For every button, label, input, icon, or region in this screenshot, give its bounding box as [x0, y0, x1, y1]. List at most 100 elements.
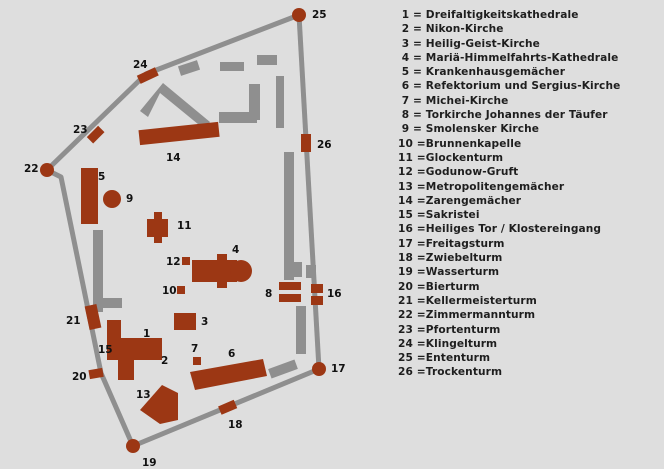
- legend-item: 15 = Sakristei: [398, 209, 480, 222]
- legend-item: 3 = Heilig-Geist-Kirche: [401, 37, 540, 50]
- map-label: 20: [72, 371, 87, 383]
- legend-item: 14 = Zarengemächer: [398, 194, 522, 207]
- map-label: 16: [327, 288, 342, 300]
- gray-building: [268, 359, 298, 379]
- legend-item: 9 = Smolensker Kirche: [401, 123, 540, 136]
- tower-bierturm: [88, 367, 104, 380]
- map-label: 14: [166, 152, 181, 164]
- tower-ententurm: [292, 8, 306, 22]
- map-label: 13: [136, 389, 151, 401]
- map-label: 1: [143, 328, 150, 340]
- legend-item: 22 = Zimmermannturm: [398, 309, 536, 322]
- map-label: 8: [265, 288, 272, 300]
- tower-wasserturm: [126, 439, 140, 453]
- legend-item: 23 = Pfortenturm: [398, 323, 501, 336]
- building-glockenturm: [147, 212, 168, 243]
- map-label: 21: [66, 315, 81, 327]
- building-smolensker-kirche: [103, 190, 121, 208]
- gray-building: [257, 55, 277, 65]
- gray-building: [249, 84, 260, 120]
- gray-building: [93, 230, 103, 312]
- legend: 1 = Dreifaltigkeitskathedrale 2 = Nikon-…: [398, 8, 620, 380]
- gray-building: [177, 60, 201, 76]
- legend-item: 24 = Klingelturm: [398, 337, 498, 350]
- tower-zimmermannturm: [40, 163, 54, 177]
- gray-buildings: [93, 55, 316, 379]
- map-label: 10: [162, 285, 177, 297]
- map-label: 6: [228, 348, 235, 360]
- building-heilig-geist-kirche: [174, 313, 196, 330]
- legend-item: 8 = Torkirche Johannes der Täufer: [401, 109, 608, 122]
- gray-building: [284, 152, 294, 280]
- legend-item: 19 = Wasserturm: [398, 266, 500, 279]
- map-label: 17: [331, 363, 346, 375]
- legend-item: 2 = Nikon-Kirche: [401, 23, 504, 36]
- building-torkirche-gate: [279, 294, 301, 302]
- building-kellermeisterturm: [84, 304, 102, 330]
- map-label: 3: [201, 316, 208, 328]
- map-label: 22: [24, 163, 39, 175]
- legend-item: 20 = Bierturm: [398, 280, 480, 293]
- map-label: 4: [232, 244, 239, 256]
- map-label: 23: [73, 124, 88, 136]
- legend-item: 16 = Heiliges Tor / Klostereingang: [398, 223, 602, 236]
- tower-zwiebelturm: [218, 399, 238, 415]
- building-apse: [230, 260, 252, 282]
- building-mariae-himmelfahrts-kathedrale: [192, 254, 237, 288]
- main-buildings: [81, 121, 301, 424]
- building-nikon-kirche: [150, 350, 158, 358]
- tower-pfortenturm: [86, 125, 105, 144]
- map-label: 15: [98, 344, 113, 356]
- tower-heiliges-tor: [311, 296, 323, 305]
- gray-building: [100, 298, 122, 308]
- legend-item: 5 = Krankenhausgemächer: [401, 66, 566, 79]
- building-michei-kirche: [193, 357, 201, 365]
- building-refektorium: [190, 359, 267, 390]
- map-label: 25: [312, 9, 327, 21]
- building-brunnenkapelle: [177, 286, 185, 294]
- map-label: 19: [142, 457, 157, 469]
- map-label: 24: [133, 59, 148, 71]
- gray-building: [296, 306, 306, 354]
- legend-item: 7 = Michei-Kirche: [401, 94, 509, 107]
- wall-west: [45, 167, 136, 448]
- building-dreifaltigkeitskathedrale: [107, 320, 162, 380]
- legend-item: 6 = Refektorium und Sergius-Kirche: [401, 80, 621, 93]
- building-godunow-gruft: [182, 257, 190, 265]
- wall-east: [296, 14, 322, 370]
- building-metropolitengemaecher: [140, 385, 178, 424]
- legend-item: 11 = Glockenturm: [398, 151, 504, 164]
- tower-trockenturm: [301, 134, 311, 152]
- building-krankenhausgemaecher: [81, 168, 98, 224]
- map-label: 5: [98, 171, 105, 183]
- gray-building: [220, 62, 244, 71]
- towers: [40, 8, 326, 453]
- legend-item: 18 = Zwiebelturm: [398, 252, 503, 265]
- map-label: 7: [191, 343, 198, 355]
- legend-item: 17 = Freitagsturm: [398, 237, 505, 250]
- legend-item: 21 = Kellermeisterturm: [398, 294, 537, 307]
- map-label: 12: [166, 256, 181, 268]
- gray-building: [276, 76, 284, 128]
- tower-heiliges-tor: [311, 284, 323, 293]
- gray-building: [219, 112, 257, 123]
- tower-freitagsturm: [312, 362, 326, 376]
- legend-item: 4 = Mariä-Himmelfahrts-Kathedrale: [401, 51, 619, 64]
- gray-building: [306, 265, 316, 278]
- legend-item: 10 = Brunnenkapelle: [398, 137, 522, 150]
- legend-item: 12 = Godunow-Gruft: [398, 166, 519, 179]
- map-label: 18: [228, 419, 243, 431]
- gray-building: [292, 262, 302, 277]
- map-number-labels: 1 2 3 4 5 6 7 8 9 10 11 12 13 14 15 16 1…: [24, 9, 346, 469]
- map-label: 11: [177, 220, 192, 232]
- building-torkirche-gate: [279, 282, 301, 290]
- legend-item: 26 = Trockenturm: [398, 366, 503, 379]
- legend-item: 25 = Ententurm: [398, 352, 491, 365]
- map-label: 2: [161, 355, 168, 367]
- tower-klingelturm: [136, 67, 159, 84]
- building-zarengemaecher: [138, 121, 220, 146]
- gray-building: [140, 83, 210, 129]
- legend-item: 1 = Dreifaltigkeitskathedrale: [401, 9, 579, 21]
- legend-item: 13 = Metropolitengemächer: [398, 180, 565, 193]
